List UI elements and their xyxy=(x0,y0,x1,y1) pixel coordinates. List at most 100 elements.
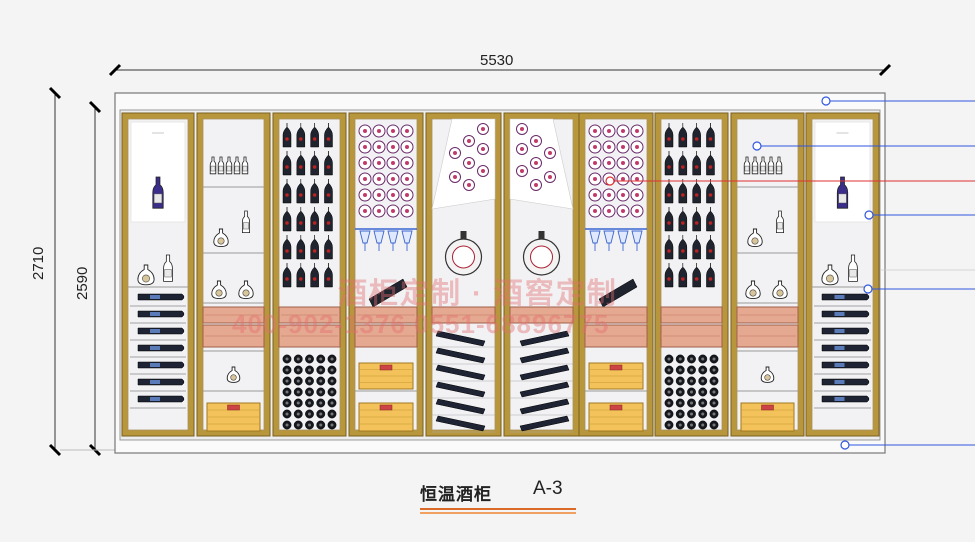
bottle-ring-cap xyxy=(621,145,625,149)
case-tag xyxy=(761,404,774,411)
bottle-ring-cap xyxy=(377,161,381,165)
bottle-label-blue xyxy=(150,346,160,350)
bottle-ring-cap xyxy=(593,177,597,181)
bottle-end-cap xyxy=(667,390,671,394)
bottle-label-blue xyxy=(150,295,160,299)
bottle-seal xyxy=(312,277,317,281)
standing-bottle xyxy=(692,235,701,260)
lying-bottle xyxy=(137,378,185,386)
bottle-label-blue xyxy=(150,329,160,333)
decanter-label xyxy=(217,237,225,245)
hanging-glass xyxy=(617,230,629,244)
dim-tick-left xyxy=(108,63,122,77)
bottle-seal xyxy=(708,193,713,197)
bottle-seal xyxy=(312,165,317,169)
bottle-ring-cap xyxy=(405,145,409,149)
standing-bottle xyxy=(678,207,688,232)
bottle-seal xyxy=(285,277,289,281)
bottle-ring-cap xyxy=(607,145,611,149)
decanter-label xyxy=(242,289,250,297)
bottle-label xyxy=(744,165,750,172)
bottle-end-cap xyxy=(667,412,671,416)
bottle-ring-cap xyxy=(377,129,381,133)
angled-bottle xyxy=(435,398,486,415)
standing-bottle xyxy=(324,207,333,232)
bottle-ring-cap xyxy=(593,161,597,165)
bottle-seal xyxy=(285,165,289,169)
standing-bottle xyxy=(296,151,306,176)
bottle-seal xyxy=(299,165,303,169)
bottle-label-blue xyxy=(834,312,845,316)
angled-bottle xyxy=(519,347,570,364)
angled-bottle xyxy=(435,415,486,432)
bottle-label-blue xyxy=(834,380,845,384)
bottle-end-cap xyxy=(285,401,289,405)
dim-tick-top-inner xyxy=(88,100,102,114)
bottle-seal xyxy=(299,137,303,141)
bottle-seal xyxy=(694,221,699,225)
bottle-end-cap xyxy=(712,357,716,361)
angled-bottle xyxy=(435,330,486,347)
decanter-label xyxy=(142,274,150,283)
bottle-ring-cap xyxy=(481,169,485,173)
bottle-seal xyxy=(285,193,289,197)
bottle-ring-cap xyxy=(481,147,485,151)
standing-bottle xyxy=(692,179,701,204)
bottle-seal xyxy=(312,137,317,141)
bottle-seal xyxy=(694,165,699,169)
standing-bottle xyxy=(706,123,715,148)
case-tag xyxy=(227,404,240,411)
bottle-end-cap xyxy=(701,368,705,372)
standing-bottle xyxy=(310,179,319,204)
bottle-ring-cap xyxy=(377,145,381,149)
bottle-ring-cap xyxy=(520,169,524,173)
lying-bottle xyxy=(821,327,870,335)
bottle-end-cap xyxy=(678,390,682,394)
bottle-end-cap xyxy=(308,379,311,383)
bottle-end-cap xyxy=(701,357,705,361)
bottle-seal xyxy=(708,165,713,169)
bottle-label-blue xyxy=(834,363,845,367)
standing-bottle xyxy=(692,123,701,148)
bottle-ring-cap xyxy=(363,145,367,149)
bottle-end-cap xyxy=(296,412,300,416)
bottle-ring-cap xyxy=(607,129,611,133)
angled-bottle xyxy=(519,415,570,432)
bottle-end-cap xyxy=(308,368,311,372)
drawing-title: 恒温酒柜 xyxy=(420,485,492,504)
bottle-ring-cap xyxy=(520,127,524,131)
bottle-ring-cap xyxy=(607,161,611,165)
bottle-ring-cap xyxy=(593,193,597,197)
case-tag xyxy=(609,364,623,371)
bottle-end-cap xyxy=(308,390,311,394)
bottle-ring-cap xyxy=(377,177,381,181)
bottle-seal xyxy=(667,277,671,281)
bottle-ring-cap xyxy=(467,139,471,143)
standing-bottle xyxy=(282,179,292,204)
bottle-end-cap xyxy=(678,412,682,416)
bottle-end-cap xyxy=(667,368,671,372)
case-tag xyxy=(379,404,393,411)
hanging-glass xyxy=(359,230,371,244)
standing-bottle xyxy=(282,123,292,148)
standing-bottle xyxy=(324,263,333,288)
bottle-ring-cap xyxy=(481,127,485,131)
bottle-end-cap xyxy=(678,368,682,372)
bottle-label-blue xyxy=(834,346,845,350)
standing-bottle xyxy=(296,207,306,232)
bottle-seal xyxy=(681,277,685,281)
bottle-label-blue xyxy=(150,380,160,384)
bottle-ring-cap xyxy=(593,129,597,133)
bottle-end-cap xyxy=(690,357,693,361)
bottle-end-cap xyxy=(319,357,323,361)
bottle-end-cap xyxy=(690,412,693,416)
bottle-ring-cap xyxy=(621,161,625,165)
bottle-ring-cap xyxy=(635,145,639,149)
bottle-label-blue xyxy=(834,397,845,401)
lying-bottle xyxy=(137,293,185,301)
hanging-glass xyxy=(631,230,643,244)
bottle-ring-cap xyxy=(520,147,524,151)
bottle-ring-cap xyxy=(363,177,367,181)
callout-dot xyxy=(821,96,831,106)
